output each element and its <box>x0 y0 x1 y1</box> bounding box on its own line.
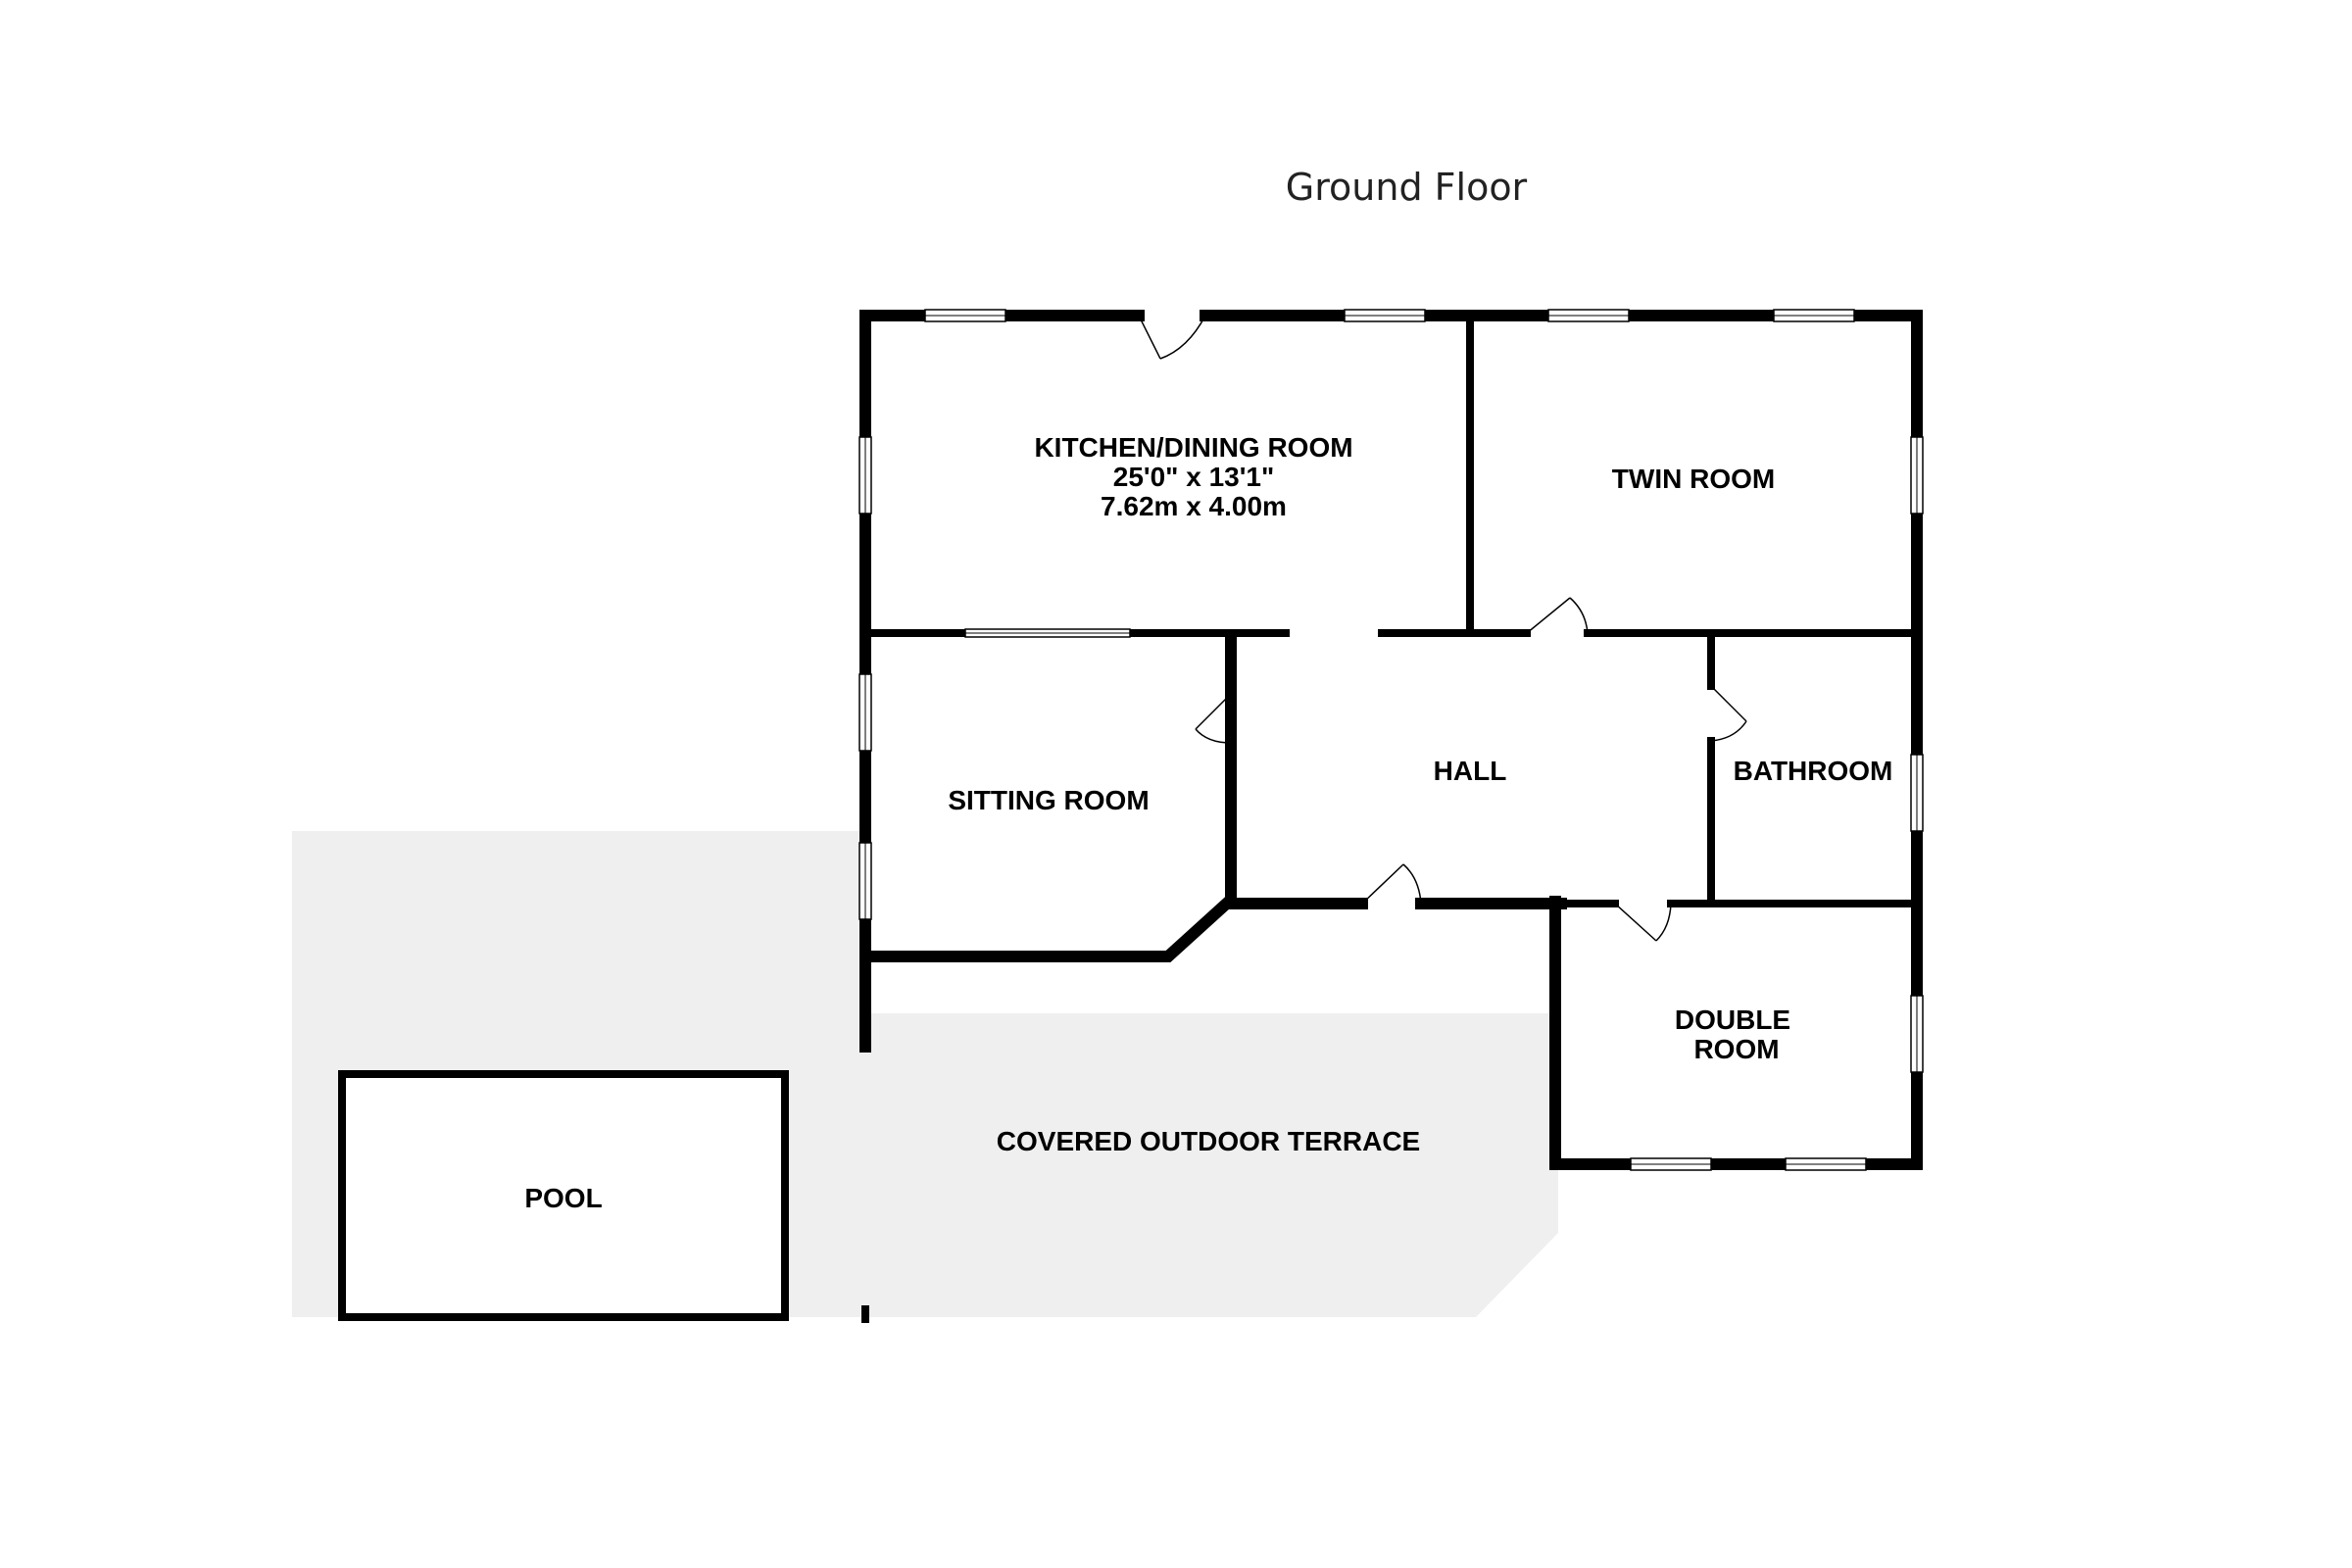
terrace-label: COVERED OUTDOOR TERRACE <box>997 1126 1420 1156</box>
door-twin <box>1526 597 1571 634</box>
twin-room-label: TWIN ROOM <box>1612 464 1775 494</box>
floor-title: Ground Floor <box>1286 166 1528 209</box>
windows <box>858 309 1924 1171</box>
kitchen-dining-room-label: KITCHEN/DINING ROOM <box>1034 432 1352 463</box>
kitchen-dining-room-size-imperial: 25'0" x 13'1" <box>1113 462 1274 492</box>
double-room-label-line1: DOUBLE <box>1675 1004 1790 1035</box>
doors <box>1138 315 1747 942</box>
double-room-label-line2: ROOM <box>1693 1034 1779 1064</box>
door-double <box>1614 903 1657 942</box>
pool-outline <box>338 1070 789 1321</box>
hall-label: HALL <box>1434 756 1507 786</box>
door-hall-terrace <box>1361 863 1404 905</box>
door-kitchen-external <box>1138 315 1161 360</box>
bathroom-label: BATHROOM <box>1734 756 1893 786</box>
kitchen-dining-room-size-metric: 7.62m x 4.00m <box>1101 491 1287 521</box>
pool-label: POOL <box>524 1183 602 1213</box>
sitting-room-label: SITTING ROOM <box>948 785 1149 815</box>
door-bathroom <box>1710 685 1747 722</box>
door-sitting <box>1195 693 1232 730</box>
